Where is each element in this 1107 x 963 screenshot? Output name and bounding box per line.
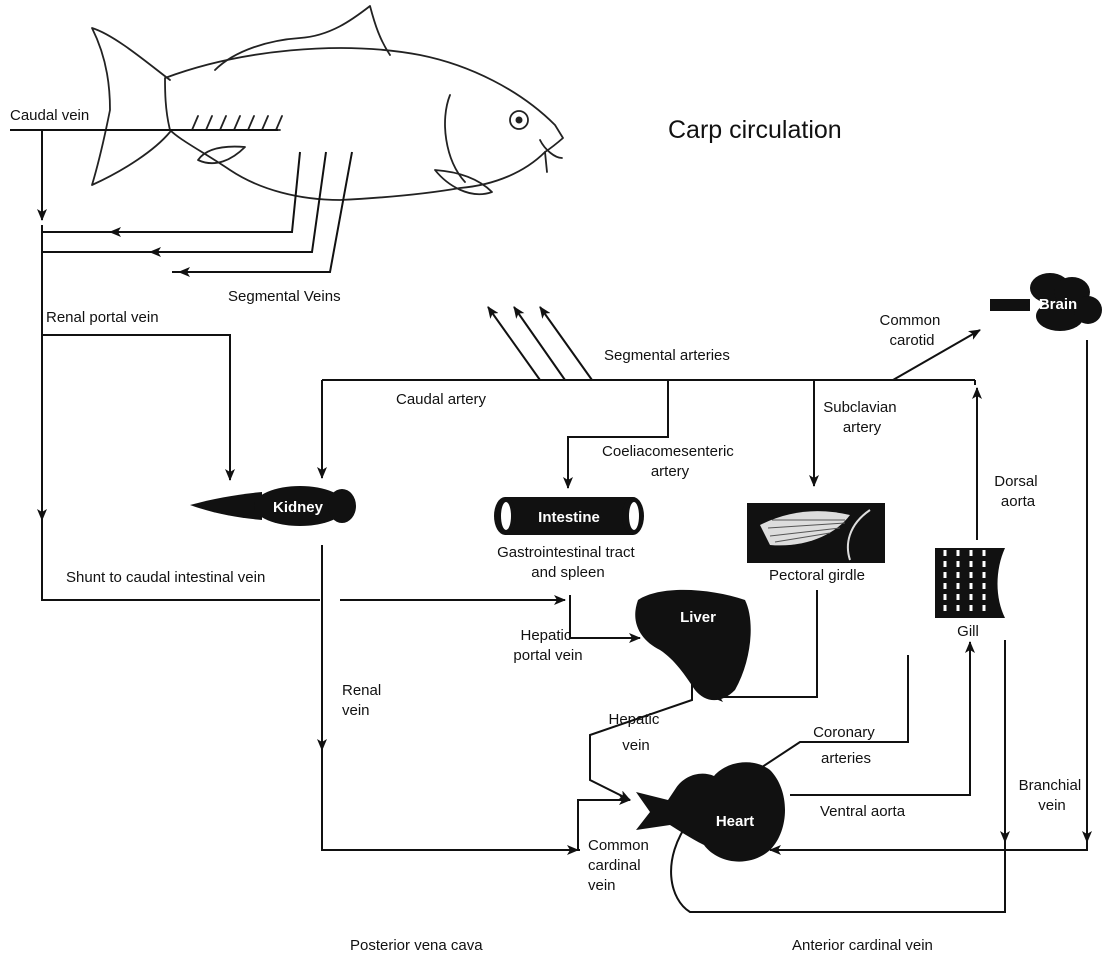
caudal-artery-label: Caudal artery	[396, 391, 487, 408]
gill-organ	[935, 548, 1005, 618]
hepatic-vein-line-2: vein	[622, 737, 650, 754]
shunt-label: Shunt to caudal intestinal vein	[66, 569, 265, 586]
subclavian-line-1: Subclavian	[823, 399, 896, 416]
renal-portal-vein-label: Renal portal vein	[46, 309, 159, 326]
coeliacomesenteric-line-2: artery	[651, 463, 690, 480]
dorsal-aorta-label: Dorsal aorta	[994, 473, 1042, 510]
gastrointestinal-line-2: and spleen	[531, 564, 604, 581]
common-cardinal-line-2: cardinal	[588, 857, 641, 874]
coronary-arteries-label: Coronary arteries	[813, 724, 879, 767]
arterial-lines	[317, 306, 982, 540]
ventral-aorta-label: Ventral aorta	[820, 803, 906, 820]
renal-vein-line-2: vein	[342, 702, 370, 719]
liver-label: Liver	[680, 609, 716, 626]
caudal-vein-label: Caudal vein	[10, 107, 89, 124]
kidney-label: Kidney	[273, 499, 324, 516]
common-carotid-line-2: carotid	[889, 332, 934, 349]
segmental-veins-label: Segmental Veins	[228, 288, 341, 305]
carp-illustration	[91, 5, 564, 201]
brain-organ: Brain	[990, 273, 1102, 331]
renal-vein-label: Renal vein	[342, 682, 385, 719]
hepatic-vein-label: Hepatic vein	[608, 711, 663, 754]
subclavian-line-2: artery	[843, 419, 882, 436]
common-cardinal-line-3: vein	[588, 877, 616, 894]
coeliacomesenteric-artery-label: Coeliacomesenteric artery	[602, 443, 738, 480]
kidney-organ: Kidney	[190, 486, 356, 526]
renal-vein-line-1: Renal	[342, 682, 381, 699]
gill-label: Gill	[957, 623, 979, 640]
posterior-vena-cava-label: Posterior vena cava	[350, 937, 483, 954]
branchial-line-2: vein	[1038, 797, 1066, 814]
segmental-arteries-label: Segmental arteries	[604, 347, 730, 364]
gastrointestinal-label: Gastrointestinal tract and spleen	[497, 544, 639, 581]
brain-label: Brain	[1039, 296, 1077, 313]
common-cardinal-line-1: Common	[588, 837, 649, 854]
hepatic-portal-line-2: portal vein	[513, 647, 582, 664]
heart-organ: Heart	[636, 762, 785, 862]
common-carotid-line-1: Common	[879, 312, 940, 329]
anterior-cardinal-vein-label: Anterior cardinal vein	[792, 937, 933, 954]
dorsal-aorta-line-1: Dorsal	[994, 473, 1037, 490]
liver-organ: Liver	[635, 589, 751, 701]
branchial-line-1: Branchial	[1019, 777, 1082, 794]
subclavian-artery-label: Subclavian artery	[823, 399, 901, 436]
hepatic-vein-line-1: Hepatic	[608, 711, 659, 728]
hepatic-portal-line-1: Hepatic	[520, 627, 571, 644]
dorsal-aorta-line-2: aorta	[1001, 493, 1036, 510]
common-cardinal-vein-label: Common cardinal vein	[588, 837, 653, 894]
coeliacomesenteric-line-1: Coeliacomesenteric	[602, 443, 734, 460]
venous-lines	[10, 129, 566, 605]
coronary-line-1: Coronary	[813, 724, 875, 741]
pectoral-girdle-label: Pectoral girdle	[769, 567, 865, 584]
return-lines	[317, 340, 1092, 913]
common-carotid-label: Common carotid	[879, 312, 944, 349]
coronary-line-2: arteries	[821, 750, 871, 767]
intestine-label: Intestine	[538, 509, 600, 526]
intestine-organ: Intestine	[494, 497, 644, 535]
diagram-title: Carp circulation	[668, 116, 842, 144]
hepatic-portal-vein-label: Hepatic portal vein	[513, 627, 582, 664]
heart-label: Heart	[716, 813, 754, 830]
pectoral-girdle-organ	[747, 503, 885, 563]
gastrointestinal-line-1: Gastrointestinal tract	[497, 544, 635, 561]
branchial-vein-label: Branchial vein	[1019, 777, 1086, 814]
